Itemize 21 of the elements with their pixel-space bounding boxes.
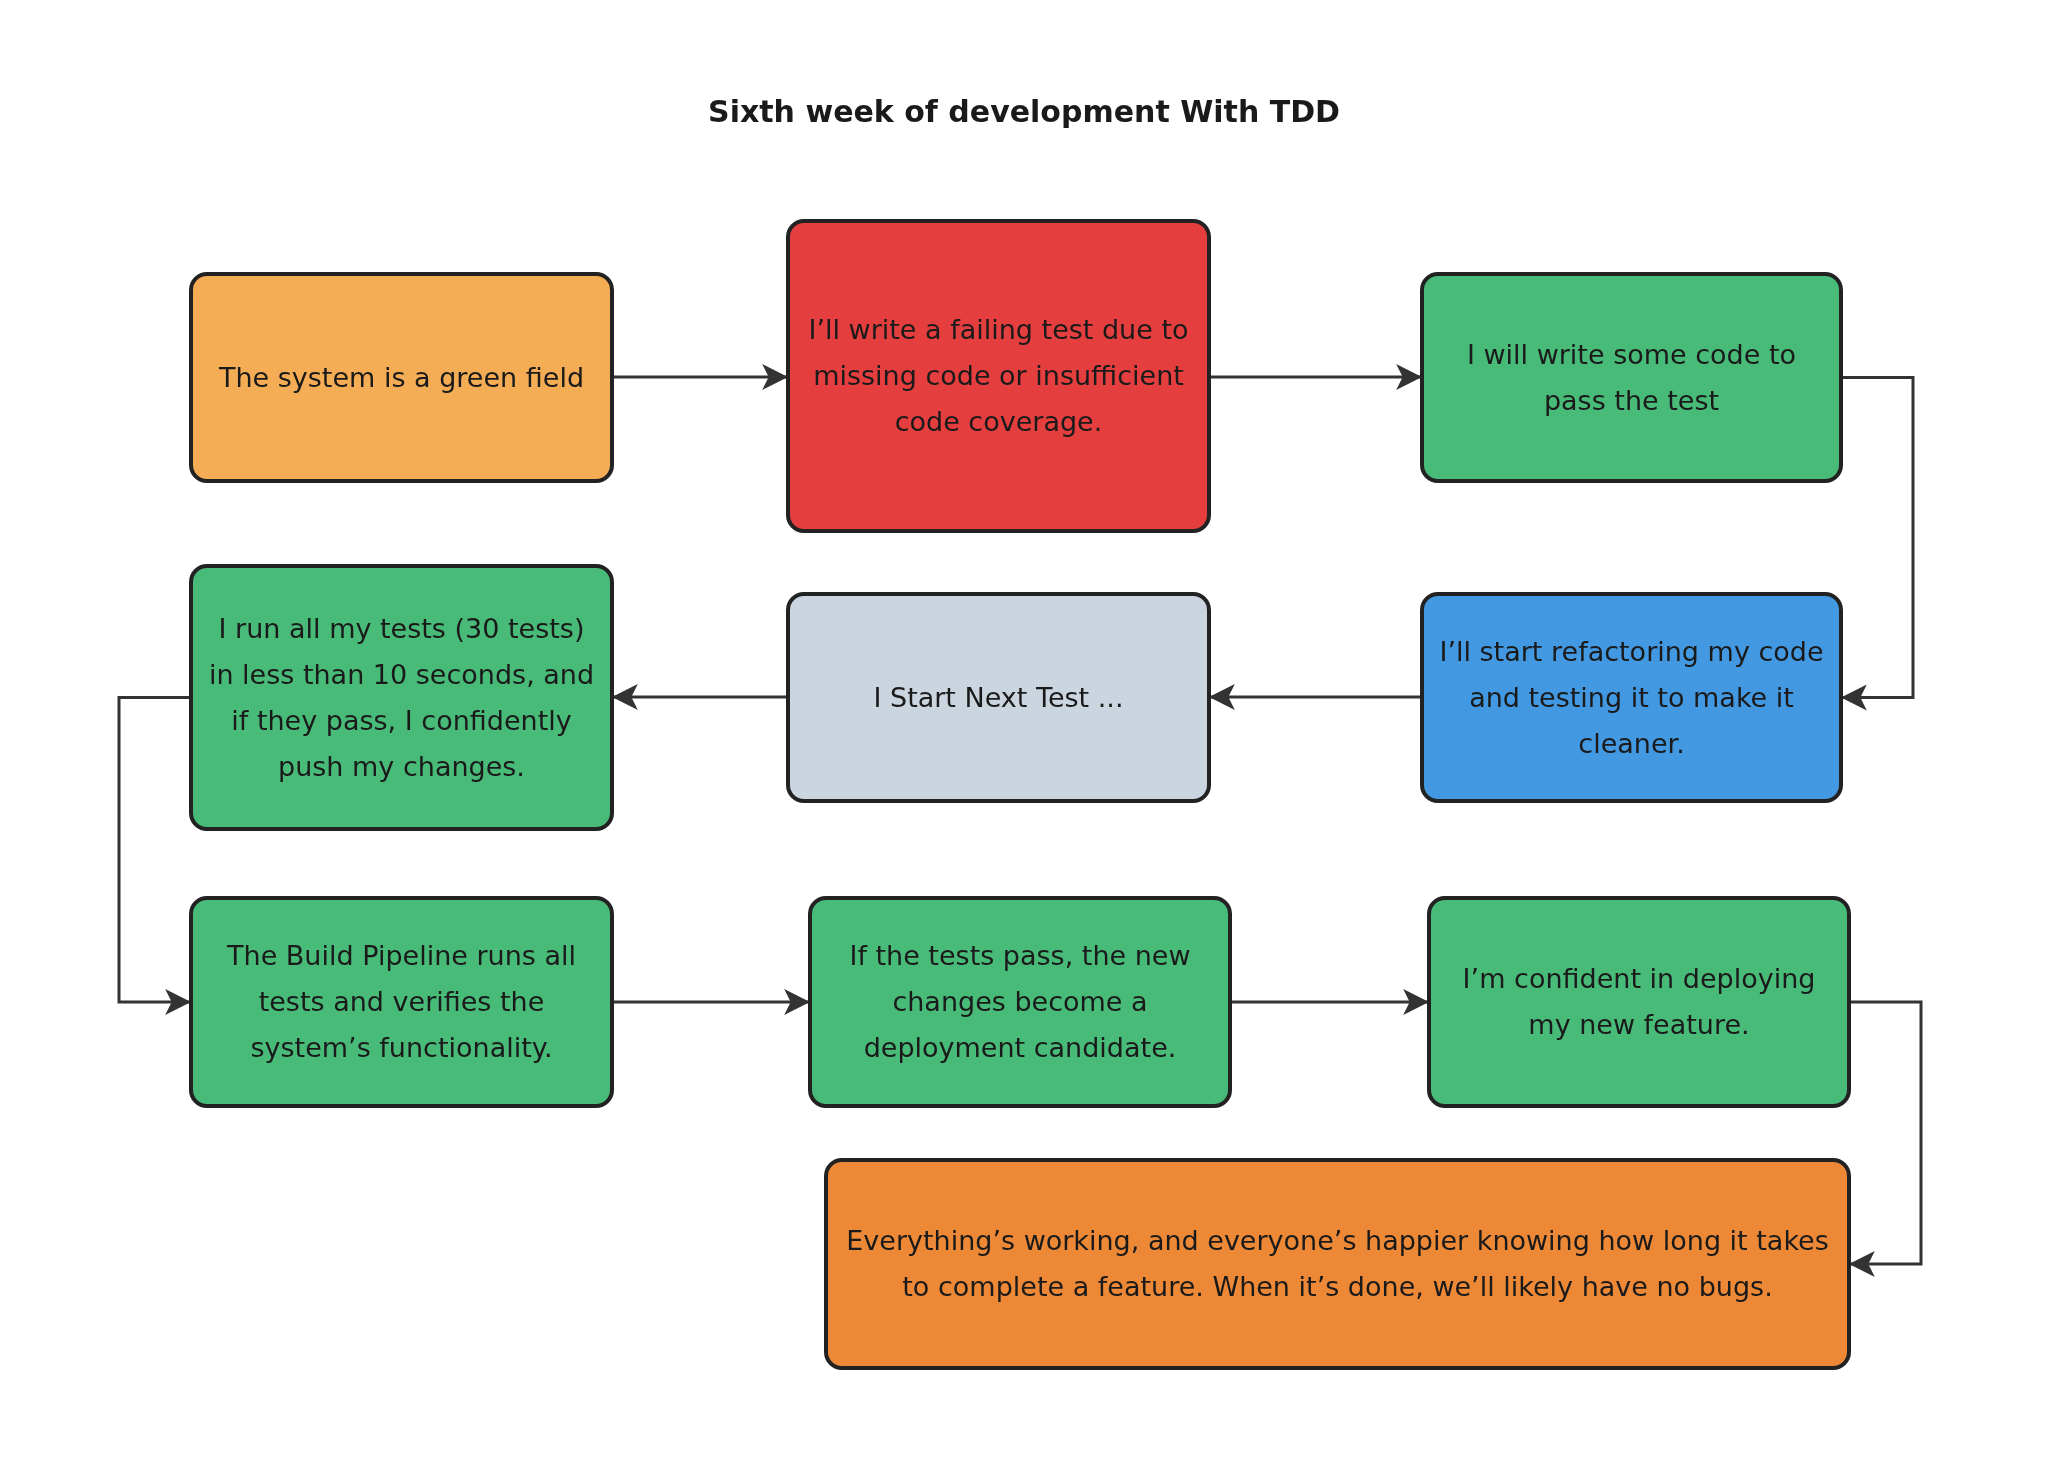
- process-box: [1427, 896, 1851, 1108]
- process-box: [786, 219, 1211, 533]
- node-text: I’ll write a failing test due to missing code or insufficient code coverage.: [807, 313, 1190, 439]
- node-text: I will write some code to pass the test: [1465, 337, 1798, 418]
- process-box: [189, 272, 614, 483]
- node-text: I run all my tests (30 tests) in less than 10 seconds, and if they pass, I confidently push my changes.: [207, 611, 596, 784]
- node-text: The system is a green field: [218, 360, 585, 395]
- node-text: I’m confident in deploying my new feature.: [1461, 962, 1817, 1042]
- node-text: If the tests pass, the new changes become a deployment candidate.: [848, 939, 1192, 1065]
- process-box: [1420, 592, 1843, 803]
- node-text: I’ll start refactoring my code and testing it to make it cleaner.: [1438, 634, 1825, 761]
- process-box: [189, 896, 614, 1108]
- node-text: I Start Next Test ...: [873, 680, 1124, 715]
- process-box: [189, 564, 614, 831]
- process-box: [786, 592, 1211, 803]
- node-text: The Build Pipeline runs all tests and verifies the system’s functionality.: [226, 939, 577, 1065]
- process-box: [824, 1158, 1851, 1370]
- node-text: Everything’s working, and everyone’s happier knowing how long it takes to complete a feature. When it’s done, we’ll likely have no bugs.: [845, 1224, 1830, 1304]
- diagram-title: Sixth week of development With TDD: [707, 94, 1341, 129]
- process-box: [808, 896, 1232, 1108]
- process-box: [1420, 272, 1843, 483]
